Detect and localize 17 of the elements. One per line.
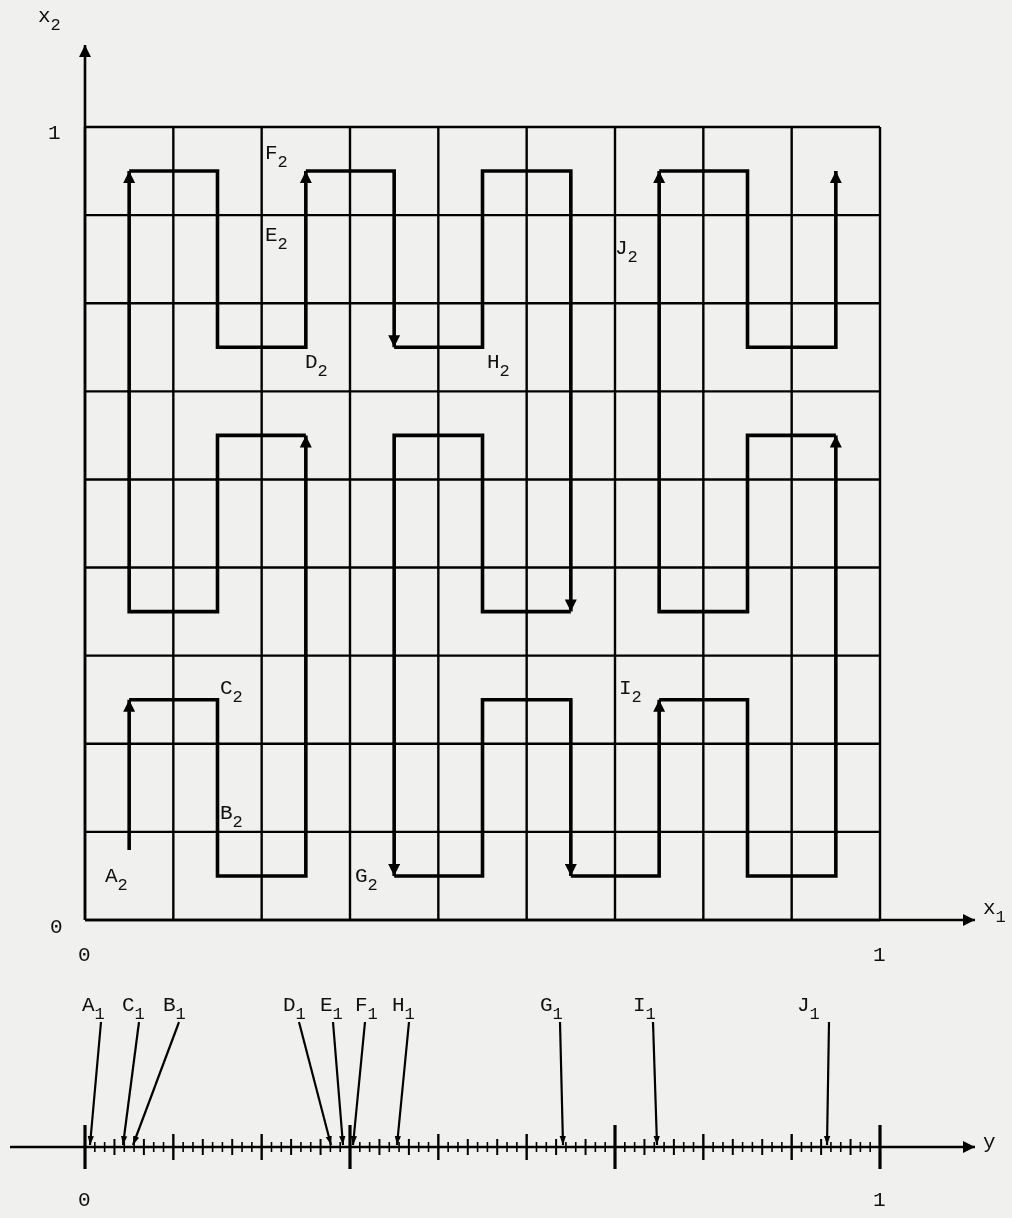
leader-line — [558, 1021, 566, 1146]
axis-label: 1 — [873, 1190, 886, 1211]
leader-line — [131, 1021, 181, 1146]
leader-line — [350, 1021, 367, 1146]
leader-line — [824, 1022, 831, 1145]
axis-label: 1 — [48, 123, 61, 144]
leader-line — [651, 1021, 660, 1146]
leader-line — [394, 1021, 411, 1146]
axis-label: 0 — [78, 1190, 91, 1211]
leader-line — [87, 1021, 103, 1146]
axis-label: 0 — [78, 945, 91, 966]
leader-line — [331, 1021, 346, 1146]
axis-label: 1 — [873, 945, 886, 966]
leader-line — [297, 1021, 333, 1146]
axis-label: 0 — [50, 917, 63, 938]
axis-label: y — [983, 1132, 996, 1153]
leader-line — [121, 1021, 141, 1146]
